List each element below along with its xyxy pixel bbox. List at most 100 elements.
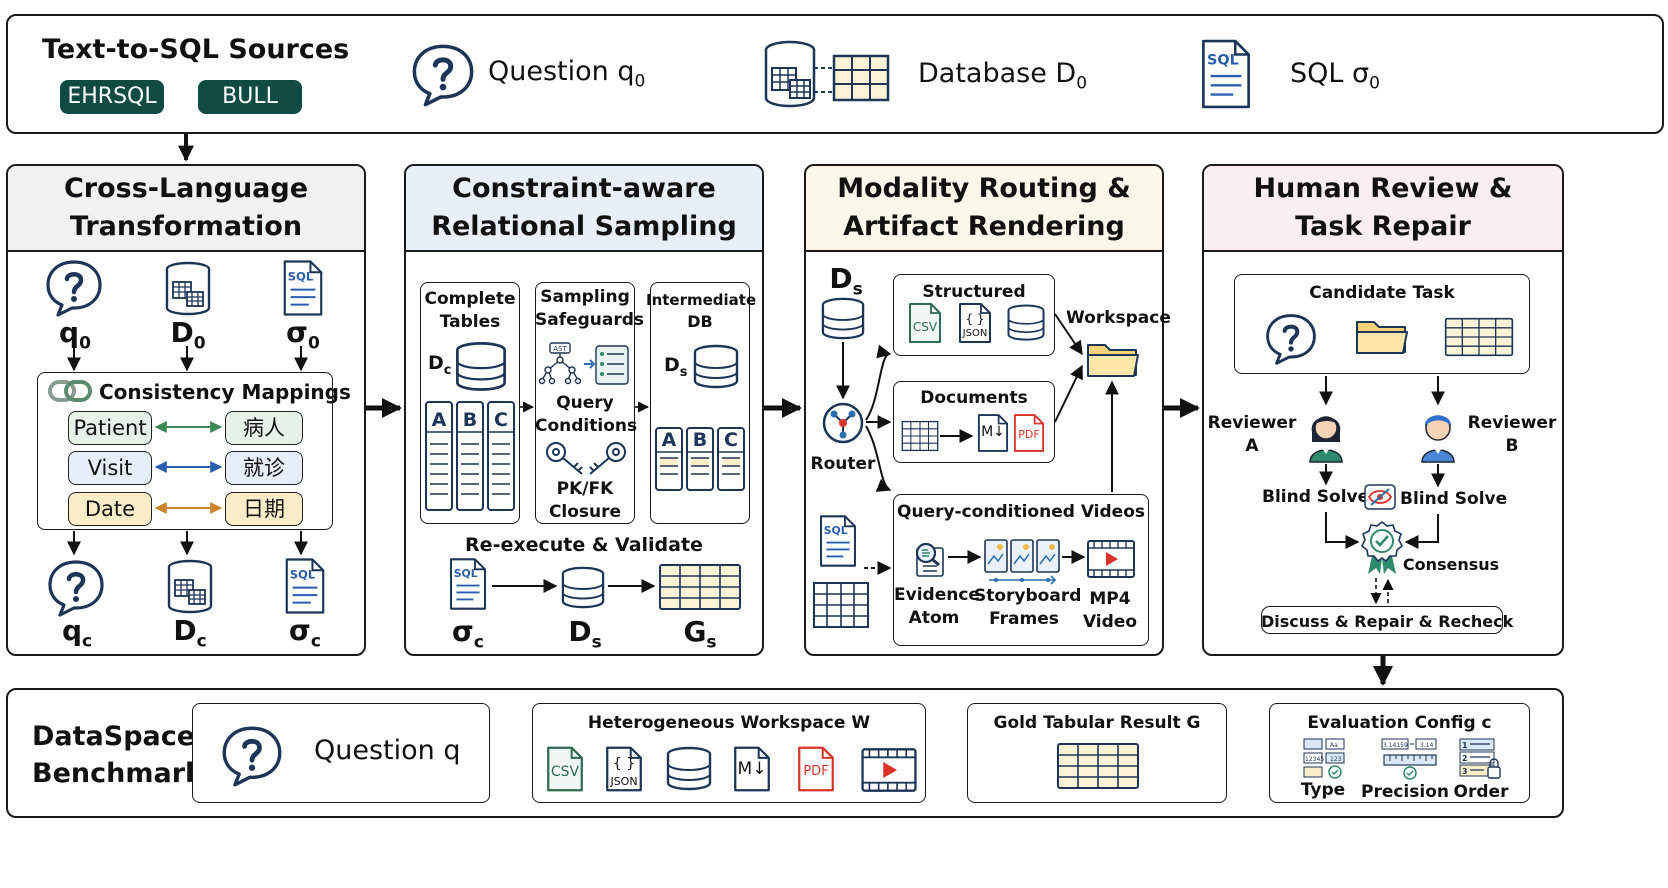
top-sql-label: SQL σ0	[1290, 58, 1380, 94]
mapping-patient-en: Patient	[68, 411, 152, 445]
link-icon	[48, 380, 92, 402]
videos-label: Query-conditioned Videos	[897, 502, 1145, 522]
sampled-columns-icon	[655, 427, 745, 491]
precision-icon: 3.14159 3.14	[1381, 738, 1437, 780]
s0-symbol: σ0	[286, 316, 320, 354]
mapping-date-en: Date	[68, 492, 152, 526]
workspace-card	[532, 703, 926, 803]
workspace-label: Workspace	[1066, 308, 1171, 328]
type-label: Type	[1300, 780, 1346, 800]
dc-symbol: Dc	[428, 352, 452, 378]
discuss-box	[1261, 606, 1503, 634]
badge-ehrsql: EHRSQL	[60, 80, 164, 114]
type-icon: Aa 12345 123	[1303, 738, 1345, 779]
type-tiny-text: Aa	[1330, 742, 1338, 749]
gs-symbol: Gs	[683, 615, 717, 653]
sampling-safeguards-box	[535, 282, 635, 524]
panel-title-line2: Task Repair	[1295, 211, 1471, 242]
ast-label: AST	[553, 345, 567, 353]
order-icon: 1 2 3	[1459, 738, 1501, 779]
top-database-label: Database D0	[918, 58, 1088, 94]
router-icon	[822, 402, 864, 444]
pdf-label: PDF	[1018, 428, 1040, 441]
json-label: JSON	[610, 775, 638, 788]
csv-label: CSV	[550, 764, 580, 780]
database-table-icon	[764, 40, 890, 108]
sources-title: Text-to-SQL Sources	[42, 34, 350, 65]
mappings-title: Consistency Mappings	[99, 380, 351, 404]
mapping-visit-zh: 就诊	[225, 451, 303, 485]
gold-result-label: Gold Tabular Result G	[993, 713, 1201, 733]
badge-bull: BULL	[198, 80, 302, 114]
reexecute-label: Re-execute & Validate	[465, 534, 703, 556]
json-braces: { }	[965, 312, 985, 326]
panel-title-line2: Transformation	[69, 211, 303, 242]
panel-title-line1: Cross-Language	[63, 173, 309, 204]
col-a: A	[431, 409, 447, 431]
documents-label: Documents	[920, 388, 1028, 408]
hidden-eye-icon	[1364, 484, 1396, 510]
md-label: M↓	[737, 759, 767, 779]
type-tiny-number: 12345	[1305, 756, 1324, 763]
reviewer-male-avatar	[1421, 415, 1455, 463]
q0-symbol: q0	[59, 316, 91, 354]
order-label: Order	[1453, 782, 1509, 802]
sc-symbol: σc	[289, 614, 321, 652]
qc-symbol: qc	[61, 614, 93, 652]
eval-config-label: Evaluation Config c	[1307, 713, 1492, 733]
ds-symbol: Ds	[568, 615, 602, 653]
json-braces: { }	[612, 756, 636, 772]
consensus-badge-icon	[1360, 520, 1404, 574]
col-c: C	[494, 409, 508, 431]
mapping-patient-zh: 病人	[225, 411, 303, 445]
ds-symbol: Ds	[664, 354, 688, 380]
panel-title-line1: Human Review &	[1253, 173, 1513, 204]
ast-tree-icon: AST	[538, 342, 629, 385]
key-icon	[546, 442, 626, 475]
discuss-label: Discuss & Repair & Recheck	[1261, 612, 1514, 631]
precision-tiny-b: 3.14	[1420, 742, 1434, 749]
consensus-label: Consensus	[1402, 555, 1500, 574]
sc-symbol: σc	[452, 615, 484, 653]
panel-human-review: Human Review & Task Repair	[1202, 164, 1564, 656]
col-b: B	[692, 429, 708, 451]
reviewer-female-avatar	[1309, 416, 1343, 463]
json-label: JSON	[962, 328, 988, 339]
csv-label: CSV	[912, 320, 938, 334]
bottom-question-label: Question q	[314, 735, 461, 766]
panel-title-line2: Relational Sampling	[431, 211, 737, 242]
svg-text:1: 1	[1462, 741, 1468, 750]
hetero-workspace-label: Heterogeneous Workspace W	[587, 713, 871, 733]
panel-title-line1: Constraint-aware	[452, 173, 716, 204]
type-tiny-int: 123	[1330, 756, 1342, 763]
evidence-search-icon	[915, 542, 944, 577]
col-c: C	[724, 429, 738, 451]
precision-label: Precision	[1360, 782, 1449, 802]
svg-text:3: 3	[1462, 767, 1468, 776]
md-label: M↓	[981, 424, 1005, 440]
mapping-date-zh: 日期	[225, 492, 303, 526]
blind-solve-a-label: Blind Solve	[1262, 487, 1370, 507]
candidate-task-label: Candidate Task	[1309, 283, 1455, 303]
storyboard-icon	[984, 539, 1060, 585]
panel-title-line2: Artifact Rendering	[843, 211, 1125, 242]
router-label: Router	[810, 454, 876, 474]
pdf-label: PDF	[803, 764, 829, 779]
structured-label: Structured	[922, 282, 1026, 302]
col-a: A	[661, 429, 677, 451]
column-tables-icon	[425, 401, 515, 511]
ds-symbol: Ds	[829, 262, 863, 300]
dc-symbol: Dc	[173, 614, 207, 652]
